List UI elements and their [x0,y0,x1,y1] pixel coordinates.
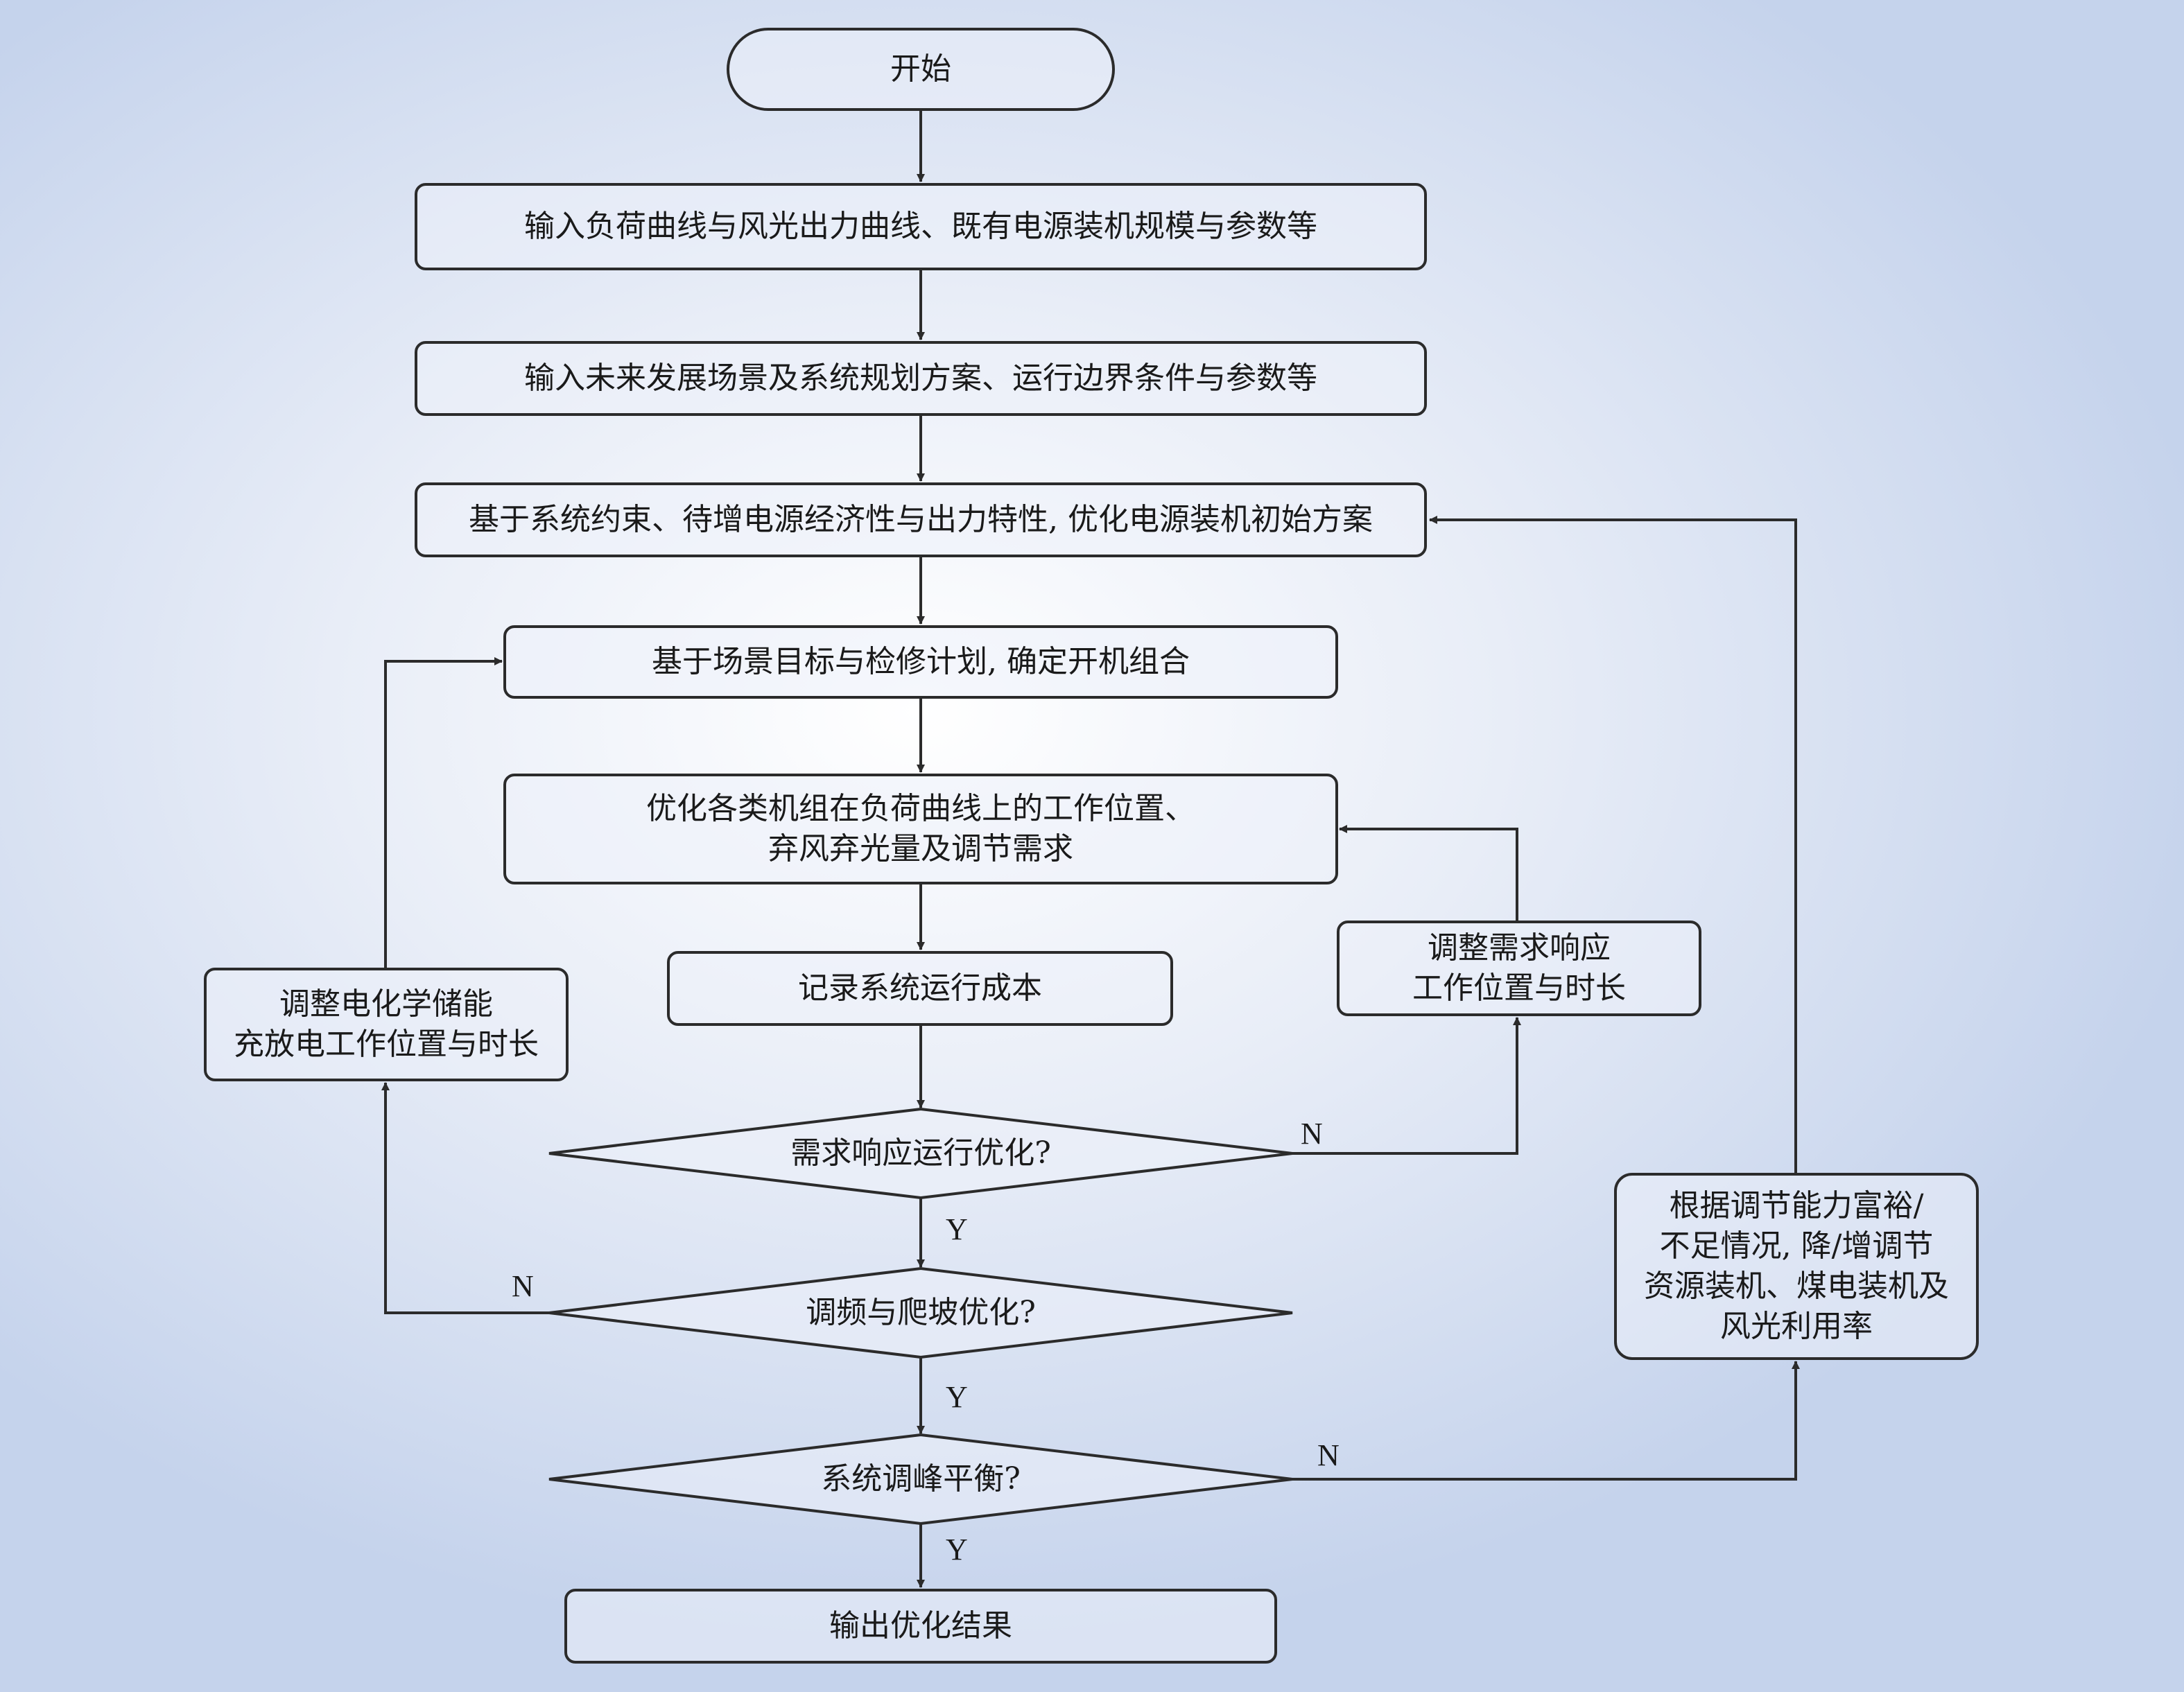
start-label: 开始 [890,51,951,87]
decision1-label-wrap: 需求响应运行优化? [688,1130,1154,1177]
decision2-label-wrap: 调频与爬坡优化? [688,1289,1154,1336]
adjust-capacity-line3: 资源装机、煤电装机及 [1644,1268,1949,1304]
adjust-dr-line2: 工作位置与时长 [1412,970,1626,1006]
decision2-yes-label: Y [946,1380,968,1414]
arrow-adjust-capacity-step3 [1429,516,1797,1173]
adjust-storage-line2: 充放电工作位置与时长 [234,1027,539,1062]
step2-label: 输入未来发展场景及系统规划方案、运行边界条件与参数等 [524,360,1317,396]
decision2-diamond [548,1266,1293,1359]
adjust-dr-line1: 调整需求响应 [1428,930,1611,966]
step3-label: 基于系统约束、待增电源经济性与出力特性, 优化电源装机初始方案 [469,502,1373,537]
adjust-capacity-box: 根据调节能力富裕/ 不足情况, 降/增调节 资源装机、煤电装机及 风光利用率 [1614,1173,1979,1360]
decision3-label: 系统调峰平衡? [821,1461,1021,1497]
step1-box: 输入负荷曲线与风光出力曲线、既有电源装机规模与参数等 [415,183,1427,270]
decision2-label: 调频与爬坡优化? [806,1295,1036,1330]
decision3-label-wrap: 系统调峰平衡? [688,1456,1154,1503]
adjust-dr-box: 调整需求响应 工作位置与时长 [1337,921,1701,1016]
arrow-decision3-no [1292,1361,1800,1481]
step6-box: 记录系统运行成本 [667,951,1173,1026]
adjust-capacity-line4: 风光利用率 [1720,1309,1873,1344]
arrow-decision1-no [1292,1017,1521,1155]
step6-label: 记录系统运行成本 [798,970,1042,1006]
arrow-decision2-no [381,1082,549,1314]
adjust-storage-line1: 调整电化学储能 [279,986,493,1022]
end-box: 输出优化结果 [564,1589,1277,1664]
decision1-yes-label: Y [946,1212,968,1246]
decision3-yes-label: Y [946,1533,968,1567]
step2-box: 输入未来发展场景及系统规划方案、运行边界条件与参数等 [415,341,1427,416]
adjust-capacity-line1: 根据调节能力富裕/ [1669,1188,1924,1223]
step5-box: 优化各类机组在负荷曲线上的工作位置、 弃风弃光量及调节需求 [503,774,1338,884]
arrow-adjust-dr-step5 [1339,825,1518,921]
step5-label-line2: 弃风弃光量及调节需求 [768,831,1073,866]
arrow-adjust-storage-step4 [384,657,503,968]
adjust-storage-box: 调整电化学储能 充放电工作位置与时长 [204,968,569,1081]
step4-label: 基于场景目标与检修计划, 确定开机组合 [652,644,1190,679]
step4-box: 基于场景目标与检修计划, 确定开机组合 [503,625,1338,699]
start-terminal: 开始 [727,28,1115,111]
decision1-label: 需求响应运行优化? [790,1135,1051,1171]
decision2-no-label: N [512,1269,534,1303]
adjust-capacity-line2: 不足情况, 降/增调节 [1659,1228,1934,1264]
end-label: 输出优化结果 [829,1608,1012,1643]
step1-label: 输入负荷曲线与风光出力曲线、既有电源装机规模与参数等 [524,209,1317,244]
decision3-no-label: N [1317,1438,1340,1472]
step5-label-line1: 优化各类机组在负荷曲线上的工作位置、 [646,791,1195,826]
step3-box: 基于系统约束、待增电源经济性与出力特性, 优化电源装机初始方案 [415,482,1427,557]
decision1-no-label: N [1301,1117,1323,1151]
